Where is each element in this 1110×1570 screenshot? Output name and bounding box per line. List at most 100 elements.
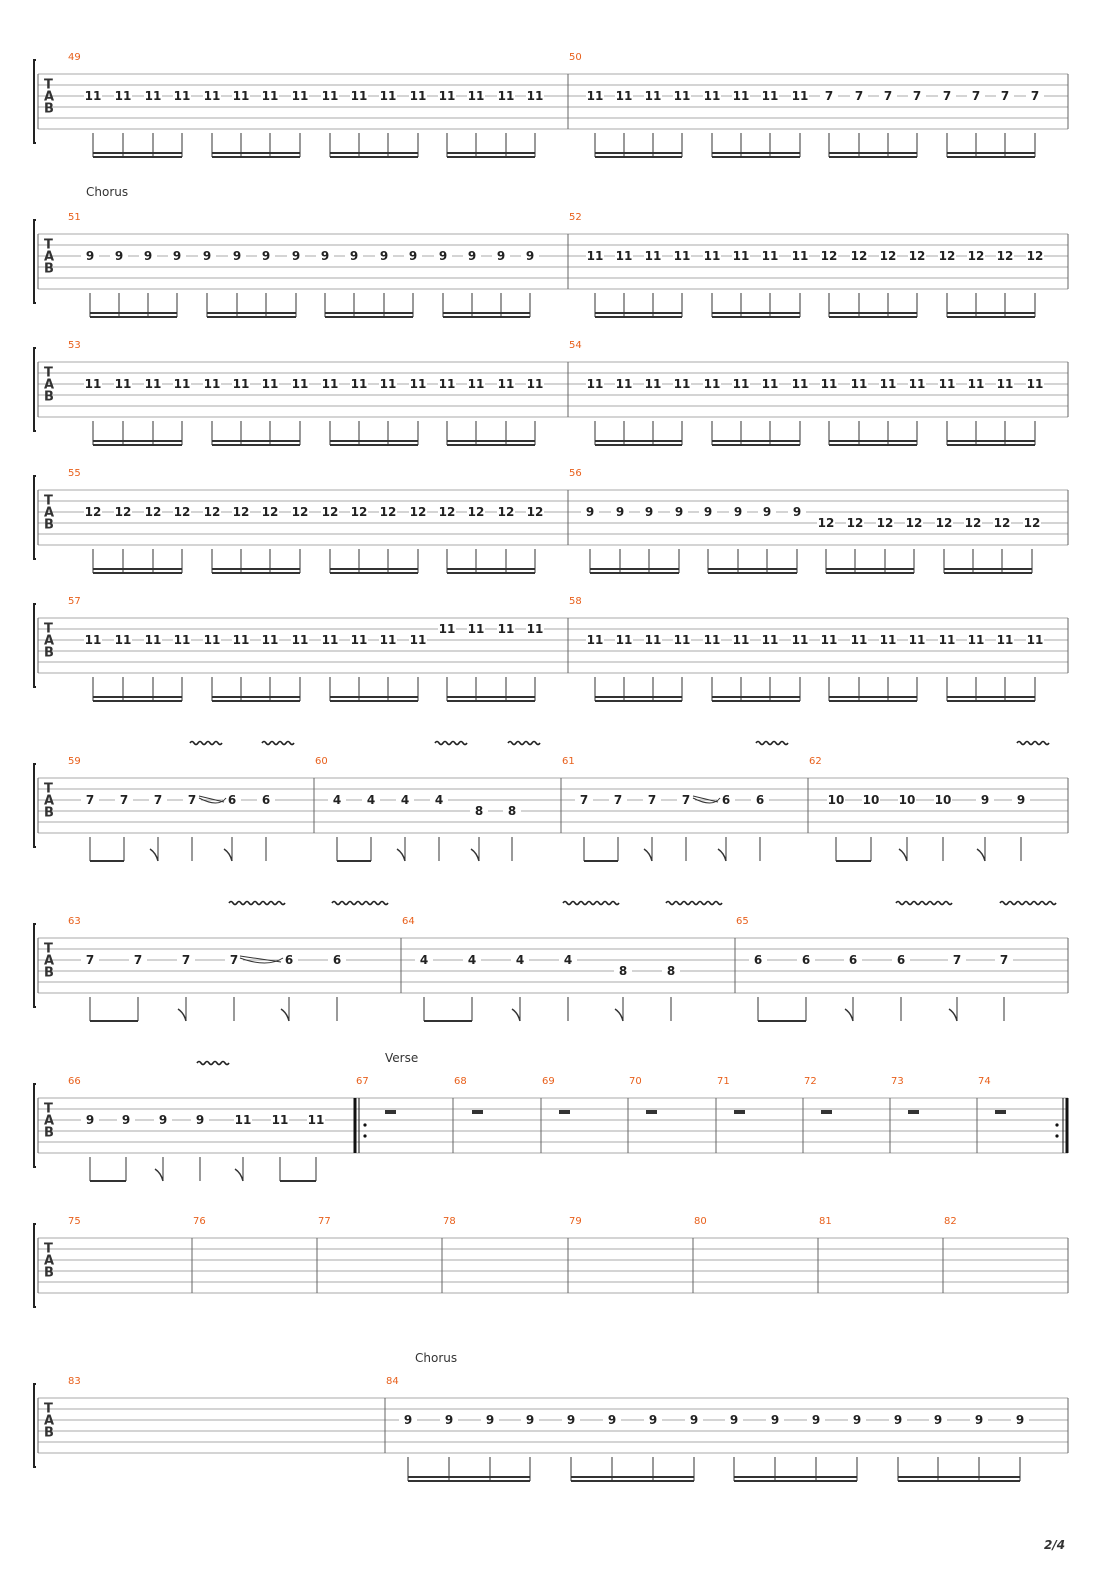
- fret-number: 11: [909, 633, 926, 647]
- fret-number: 9: [608, 1413, 616, 1427]
- note-flag: [396, 848, 406, 862]
- fret-number: 9: [526, 249, 534, 263]
- fret-mask: [228, 250, 246, 262]
- fret-mask: [586, 250, 604, 262]
- measure-number: 68: [454, 1076, 467, 1087]
- fret-mask: [879, 90, 897, 102]
- fret-mask: [492, 250, 510, 262]
- slide-arc: [692, 797, 721, 804]
- fret-number: 12: [936, 516, 953, 530]
- fret-mask: [791, 90, 809, 102]
- fret-mask: [409, 378, 427, 390]
- fret-mask: [84, 506, 102, 518]
- fret-number: 11: [587, 249, 604, 263]
- fret-mask: [291, 378, 309, 390]
- fret-mask: [703, 250, 721, 262]
- fret-mask: [521, 250, 539, 262]
- fret-mask: [938, 250, 956, 262]
- fret-mask: [261, 378, 279, 390]
- fret-number: 7: [682, 793, 690, 807]
- note-flag: [614, 1008, 624, 1022]
- fret-number: 6: [756, 793, 764, 807]
- measure-number: 60: [315, 756, 328, 767]
- fret-number: 11: [410, 633, 427, 647]
- fret-number: 9: [486, 1413, 494, 1427]
- fret-mask: [908, 250, 926, 262]
- measure-number: 80: [694, 1216, 707, 1227]
- rest: [995, 1110, 1006, 1114]
- fret-mask: [115, 794, 133, 806]
- fret-mask: [703, 90, 721, 102]
- fret-number: 11: [498, 89, 515, 103]
- fret-mask: [846, 517, 864, 529]
- fret-mask: [609, 794, 627, 806]
- fret-mask: [938, 634, 956, 646]
- slide-arc: [198, 797, 227, 804]
- fret-mask: [198, 250, 216, 262]
- fret-mask: [797, 954, 815, 966]
- measure-number: 71: [717, 1076, 730, 1087]
- fret-mask: [761, 90, 779, 102]
- fret-number: 6: [722, 793, 730, 807]
- fret-number: 9: [645, 505, 653, 519]
- fret-number: 7: [855, 89, 863, 103]
- fret-mask: [1011, 1414, 1029, 1426]
- fret-number: 9: [1016, 1413, 1024, 1427]
- tab-clef-letter: B: [44, 1425, 54, 1440]
- fret-mask: [526, 378, 544, 390]
- fret-number: 11: [292, 89, 309, 103]
- fret-number: 11: [674, 89, 691, 103]
- fret-number: 9: [196, 1113, 204, 1127]
- fret-mask: [470, 805, 488, 817]
- tab-clef-letter: B: [44, 101, 54, 116]
- fret-mask: [670, 506, 688, 518]
- fret-number: 12: [233, 505, 250, 519]
- fret-mask: [820, 634, 838, 646]
- vibrato-mark: [895, 900, 953, 906]
- fret-number: 12: [818, 516, 835, 530]
- fret-mask: [463, 250, 481, 262]
- note-flag: [898, 848, 908, 862]
- rest: [559, 1110, 570, 1114]
- fret-mask: [434, 250, 452, 262]
- tab-clef-letter: T: [44, 493, 53, 508]
- fret-mask: [168, 250, 186, 262]
- vibrato-mark: [189, 740, 223, 746]
- fret-mask: [732, 250, 750, 262]
- fret-mask: [409, 634, 427, 646]
- fret-mask: [788, 506, 806, 518]
- fret-number: 11: [322, 89, 339, 103]
- fret-mask: [662, 965, 680, 977]
- vibrato-mark: [755, 740, 789, 746]
- fret-mask: [223, 794, 241, 806]
- fret-number: 12: [909, 249, 926, 263]
- fret-mask: [615, 90, 633, 102]
- fret-number: 11: [85, 377, 102, 391]
- fret-number: 9: [853, 1413, 861, 1427]
- fret-number: 11: [204, 377, 221, 391]
- fret-number: 11: [410, 377, 427, 391]
- fret-number: 9: [616, 505, 624, 519]
- fret-number: 11: [204, 89, 221, 103]
- fret-mask: [967, 90, 985, 102]
- fret-mask: [225, 954, 243, 966]
- fret-mask: [84, 634, 102, 646]
- fret-mask: [644, 90, 662, 102]
- fret-mask: [261, 90, 279, 102]
- fret-number: 11: [380, 89, 397, 103]
- note-flag: [223, 848, 233, 862]
- fret-number: 9: [292, 249, 300, 263]
- fret-number: 11: [233, 633, 250, 647]
- note-flag: [154, 1168, 164, 1182]
- fret-number: 4: [516, 953, 524, 967]
- fret-number: 9: [321, 249, 329, 263]
- measure-number: 64: [402, 916, 415, 927]
- fret-number: 11: [674, 377, 691, 391]
- measure-number: 61: [562, 756, 575, 767]
- fret-mask: [970, 1414, 988, 1426]
